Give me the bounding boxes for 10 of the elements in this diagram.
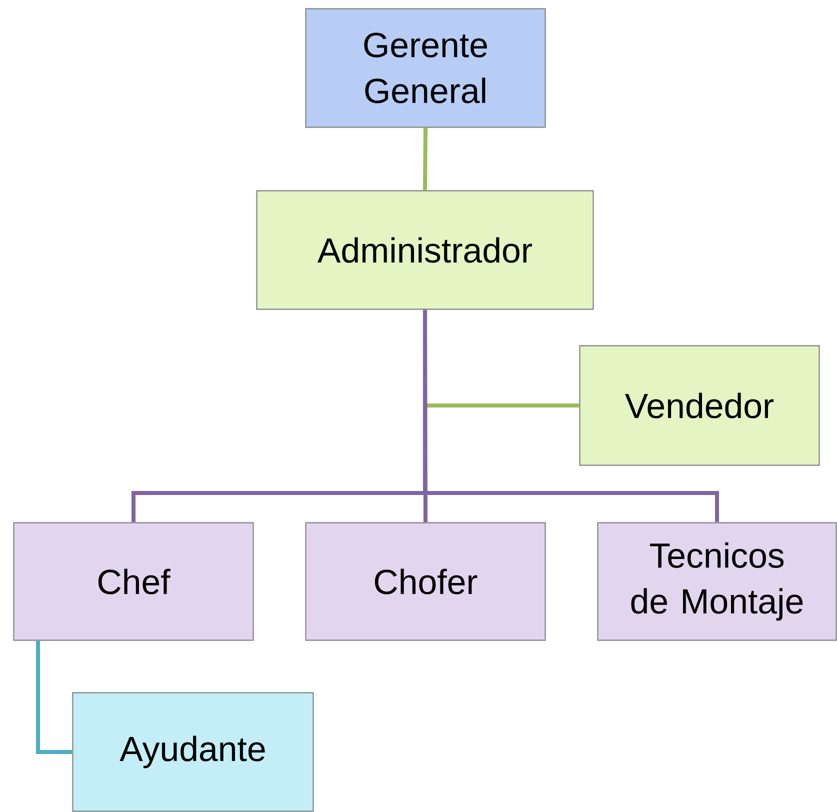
connector-line xyxy=(36,641,72,754)
org-box: Administrador xyxy=(256,190,594,310)
org-box: Ayudante xyxy=(72,692,314,812)
connector-line xyxy=(423,310,719,522)
org-box: Tecnicos de Montaje xyxy=(597,522,837,641)
org-box: Gerente General xyxy=(305,8,546,128)
org-box: Chofer xyxy=(305,522,546,641)
org-box: Vendedor xyxy=(579,345,820,466)
connector-line xyxy=(423,128,428,190)
org-box: Chef xyxy=(13,522,254,641)
